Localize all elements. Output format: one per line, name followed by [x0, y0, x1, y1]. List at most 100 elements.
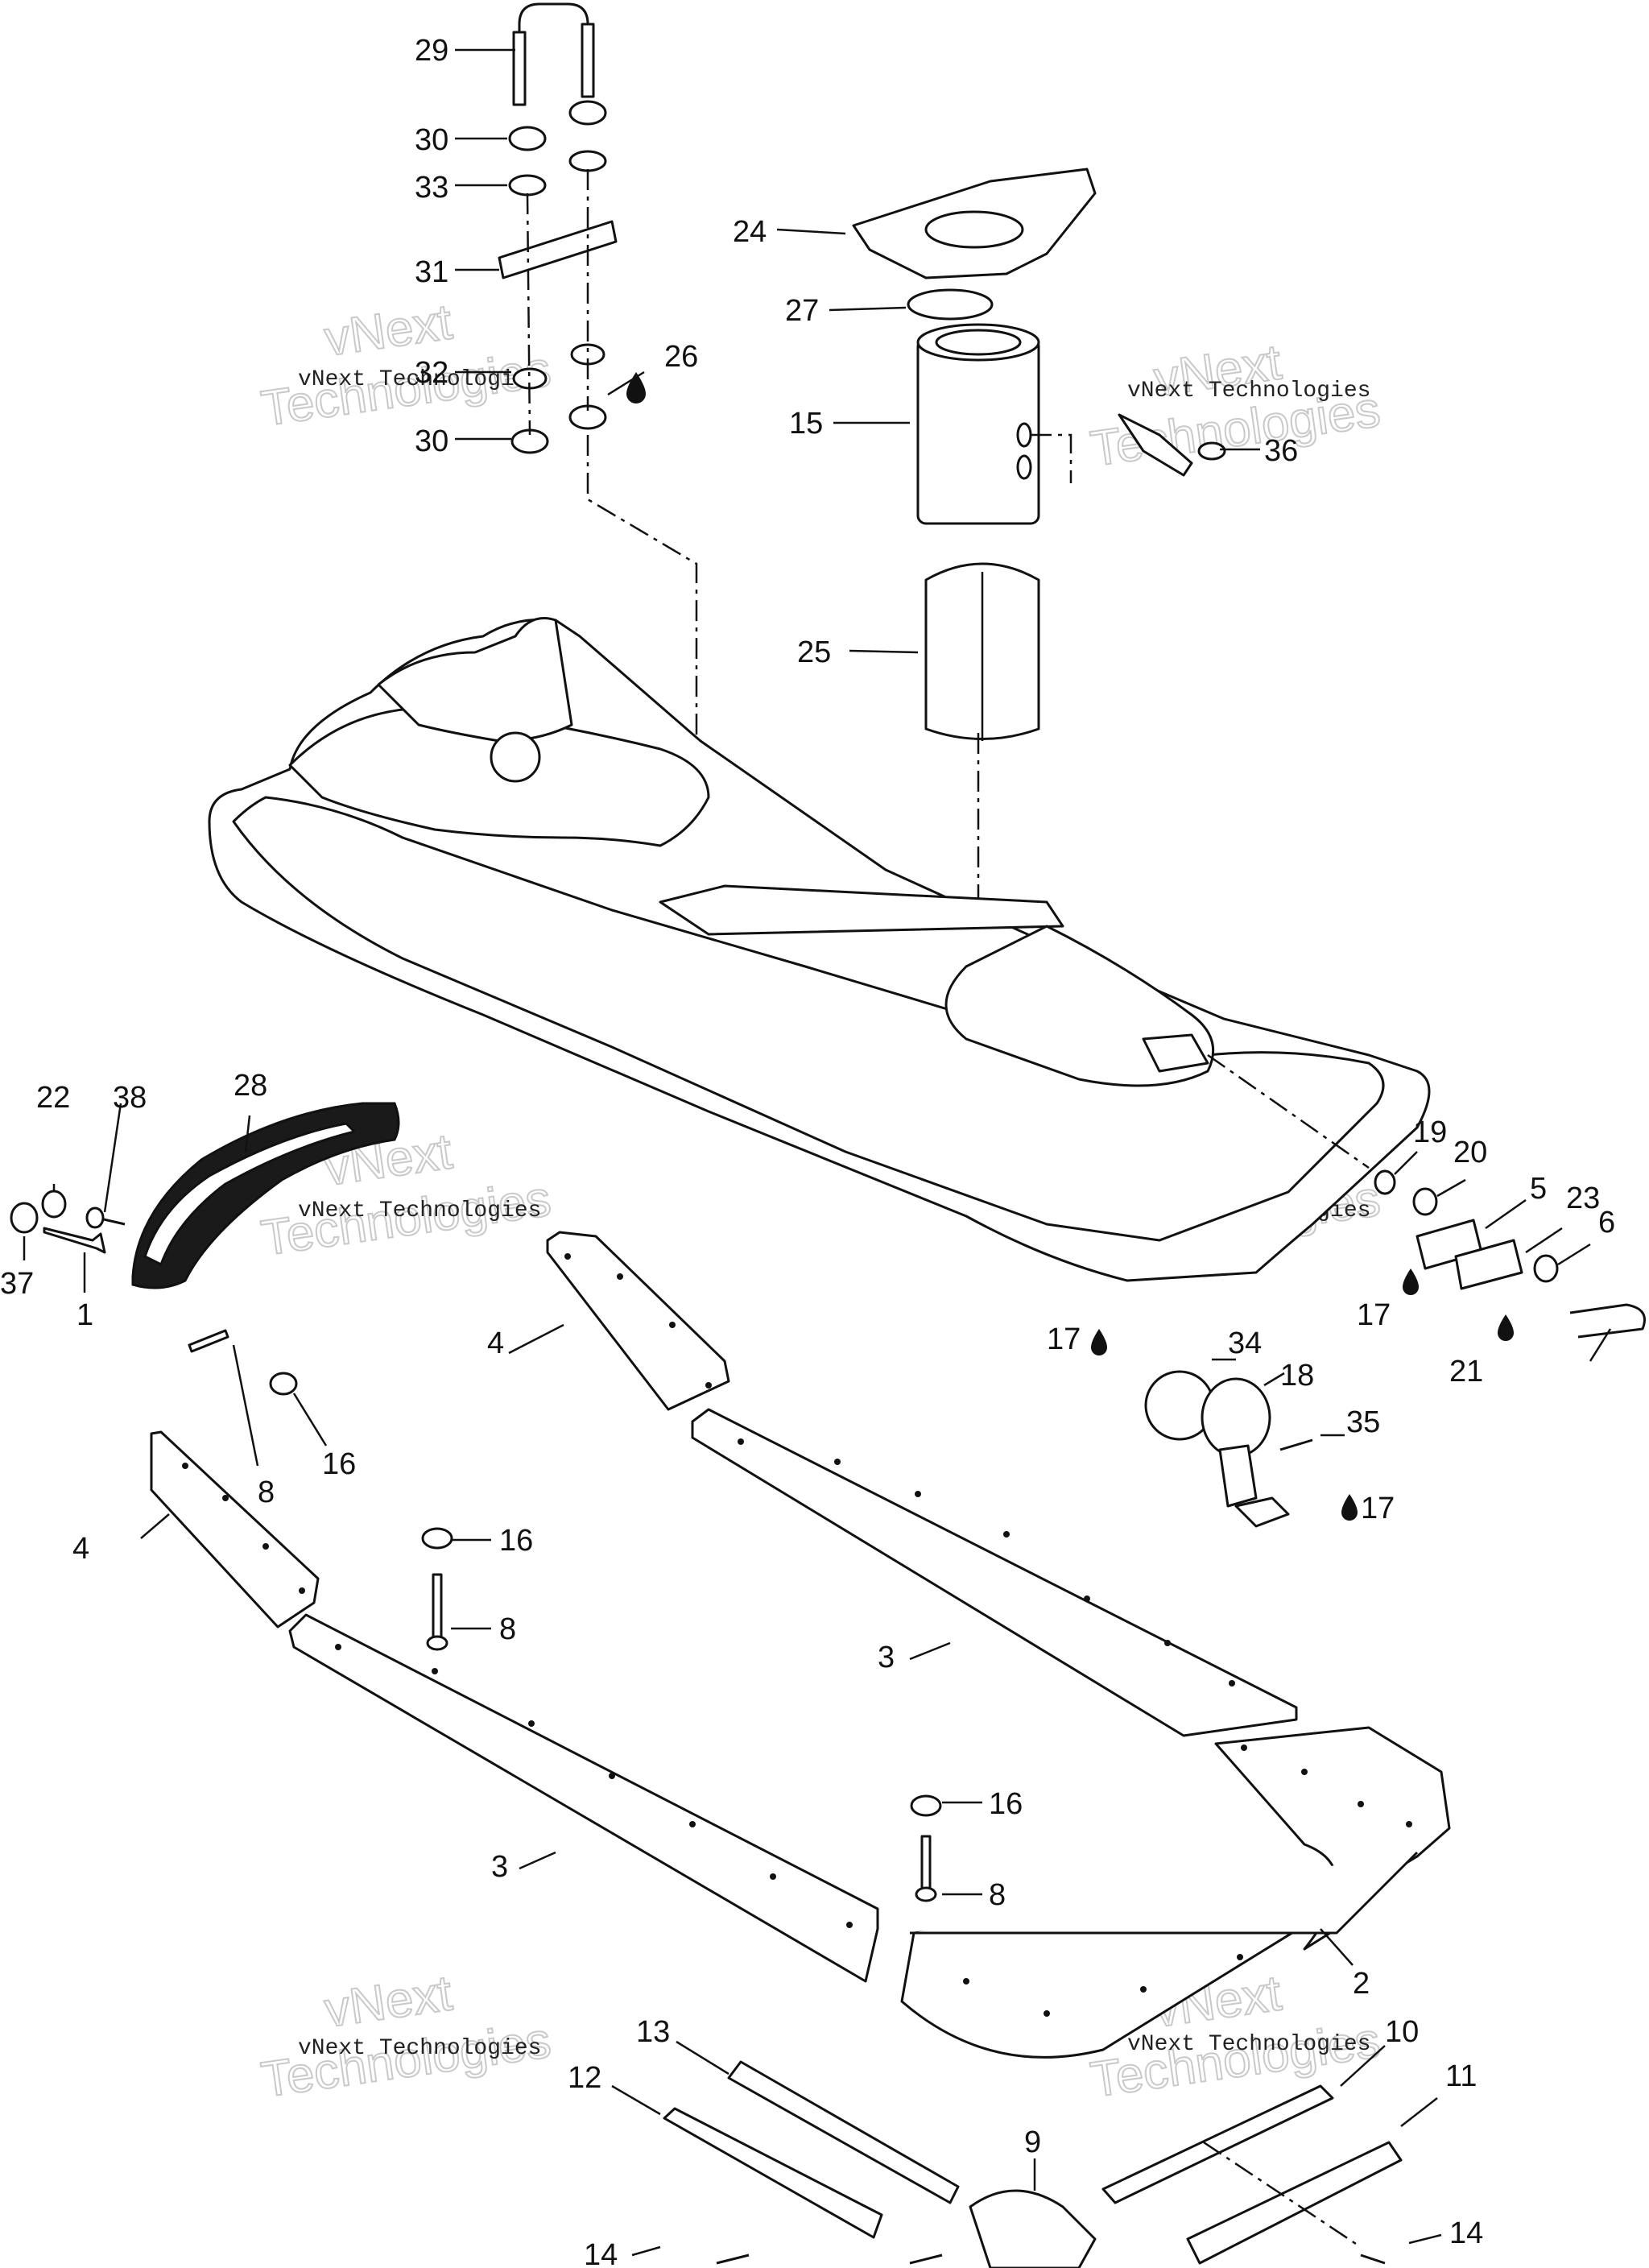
washer-19 [1374, 1169, 1396, 1195]
callout-12: 12 [568, 2061, 601, 2095]
callout-8: 8 [258, 1475, 275, 1509]
callout-29: 29 [415, 34, 448, 68]
hull-panels [150, 1231, 1451, 2059]
canister-hole-upper [1016, 422, 1032, 448]
callout-20: 20 [1453, 1136, 1487, 1169]
oil-drop-icon [1091, 1329, 1107, 1355]
watermark-small: vNext Technologies [298, 2036, 541, 2061]
callout-15: 15 [789, 407, 823, 441]
drain-plug-cap [1234, 1496, 1290, 1528]
panel-2-inner [910, 1851, 1419, 1935]
washer-33-right [568, 150, 607, 172]
callout-18: 18 [1280, 1359, 1314, 1393]
rivet-8-c [920, 1835, 932, 1894]
rivet-1 [43, 1227, 106, 1254]
callout-28: 28 [234, 1069, 267, 1103]
washer-6 [1533, 1254, 1559, 1283]
watermark-small: vNext Technologies [298, 1198, 541, 1223]
cap-16-a [269, 1372, 298, 1396]
callout-10: 10 [1385, 2015, 1419, 2049]
panel-3-upper [691, 1408, 1298, 1737]
washer-33-left [508, 174, 547, 197]
canister-15-rim [935, 329, 1022, 356]
rivet-8-c-head [915, 1886, 937, 1902]
callout-27: 27 [785, 294, 819, 328]
washer-20 [1412, 1187, 1438, 1216]
callout-23: 23 [1566, 1182, 1600, 1215]
nose-cap-9 [969, 2189, 1097, 2268]
cap-16-c [910, 1794, 942, 1817]
rear-fitting-assembly [1144, 1169, 1646, 1528]
handlebar-pod [377, 617, 573, 743]
cap-16-b [421, 1527, 453, 1550]
callout-31: 31 [415, 255, 448, 289]
callout-26: 26 [664, 340, 698, 374]
clamp-27 [907, 288, 994, 321]
footwell-tray [659, 884, 1064, 936]
watermark-bottom-left: vNext Technologies [257, 1964, 555, 2109]
rear-mount-plate [1142, 1033, 1209, 1073]
callout-35: 35 [1346, 1405, 1380, 1439]
u-bolt-29 [518, 2, 589, 77]
oil-drop-icon [1403, 1269, 1419, 1295]
callout-8: 8 [499, 1612, 516, 1646]
clip-36 [1118, 413, 1193, 477]
nut-30-top-left [508, 126, 547, 151]
rivet-8-a [188, 1329, 229, 1353]
panel-holes [182, 1253, 1412, 2017]
watermark-small: vNext Technologies [1127, 2032, 1370, 2057]
oil-drop-icon [1341, 1494, 1358, 1521]
callout-5: 5 [1530, 1172, 1547, 1206]
callout-3: 3 [491, 1850, 508, 1884]
strip-13 [727, 2060, 960, 2204]
panel-fasteners [188, 1329, 942, 1902]
grab-handle-28 [131, 1102, 400, 1289]
callout-22: 22 [36, 1081, 70, 1115]
grab-handle-assembly [10, 1102, 400, 1289]
callout-labels: 29 30 33 31 32 30 26 24 27 15 25 36 28 2… [0, 34, 1615, 2268]
u-bolt-thread-left [512, 31, 527, 106]
callout-21: 21 [1449, 1355, 1483, 1389]
callout-14: 14 [1449, 2216, 1483, 2250]
strip-10 [1101, 2084, 1334, 2204]
callout-36: 36 [1264, 434, 1298, 468]
u-bolt-thread-right [581, 23, 595, 98]
screw-38-head [85, 1206, 105, 1229]
callout-24: 24 [733, 215, 767, 249]
callout-9: 9 [1024, 2125, 1041, 2159]
callout-33: 33 [415, 171, 448, 205]
callout-13: 13 [636, 2015, 670, 2049]
callout-3: 3 [878, 1641, 895, 1674]
callout-4: 4 [72, 1532, 89, 1566]
callout-2: 2 [1353, 1967, 1370, 2001]
grab-handle-grip [143, 1122, 356, 1266]
strip-12 [663, 2107, 883, 2239]
callout-37: 37 [0, 1267, 34, 1301]
plate-31 [498, 220, 618, 279]
callout-16: 16 [499, 1524, 533, 1558]
rivet-8-b [432, 1573, 443, 1645]
callout-14: 14 [584, 2238, 618, 2268]
callout-30: 30 [415, 123, 448, 157]
watercraft-hull [208, 617, 1431, 1282]
u-bolt-21 [1569, 1303, 1646, 1339]
callout-25: 25 [797, 635, 831, 669]
watermark-small: vNext Technologies [1127, 379, 1370, 404]
clip-36-knob [1197, 441, 1226, 461]
callout-32: 32 [415, 356, 448, 390]
panel-4-lower [150, 1430, 320, 1629]
rivet-8-b-head [426, 1635, 448, 1651]
callout-17: 17 [1047, 1322, 1081, 1356]
callout-1: 1 [76, 1298, 93, 1332]
watermark-top-left: vNext Technologies [257, 293, 555, 437]
callout-17: 17 [1361, 1492, 1395, 1525]
u-bolt-assembly [498, 2, 698, 773]
oil-drop-icon [1498, 1314, 1514, 1341]
steering-hub [490, 731, 541, 783]
callout-30: 30 [415, 424, 448, 458]
panel-3-lower [288, 1613, 879, 1983]
cover-24-ring [924, 210, 1024, 249]
nut-30-top-right [568, 100, 607, 126]
storage-canister-assembly [852, 168, 1226, 910]
